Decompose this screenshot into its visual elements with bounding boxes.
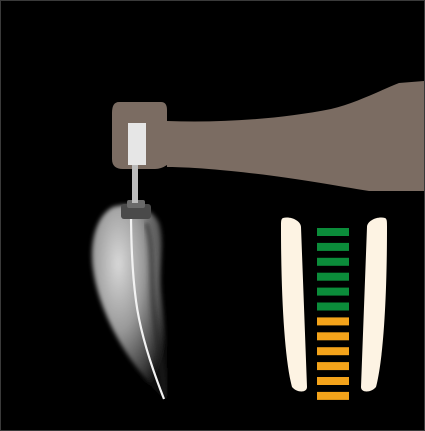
- gauge-segment-warn: [317, 392, 349, 400]
- apex-locator-gauge-icon: [281, 218, 387, 400]
- gauge-segment-warn: [317, 317, 349, 325]
- gauge-right-wall: [361, 218, 387, 392]
- gauge-segment-ok: [317, 273, 349, 281]
- tooth-xray-with-file-icon: [92, 200, 167, 401]
- gauge-segment-ok: [317, 303, 349, 311]
- gauge-segment-ok: [317, 288, 349, 296]
- handpiece-head-window: [128, 123, 146, 165]
- gauge-segment-warn: [317, 377, 349, 385]
- gauge-segment-stack: [317, 228, 349, 400]
- gauge-segment-warn: [317, 362, 349, 370]
- endo-motor-handpiece-icon: [112, 81, 424, 203]
- handpiece-chuck-shaft: [132, 165, 138, 203]
- gauge-segment-warn: [317, 332, 349, 340]
- tooth-crown-and-root: [92, 205, 167, 401]
- gauge-segment-ok: [317, 258, 349, 266]
- handpiece-body: [112, 81, 424, 191]
- gauge-left-wall: [281, 218, 307, 392]
- gauge-segment-ok: [317, 228, 349, 236]
- gauge-segment-ok: [317, 243, 349, 251]
- gauge-segment-warn: [317, 347, 349, 355]
